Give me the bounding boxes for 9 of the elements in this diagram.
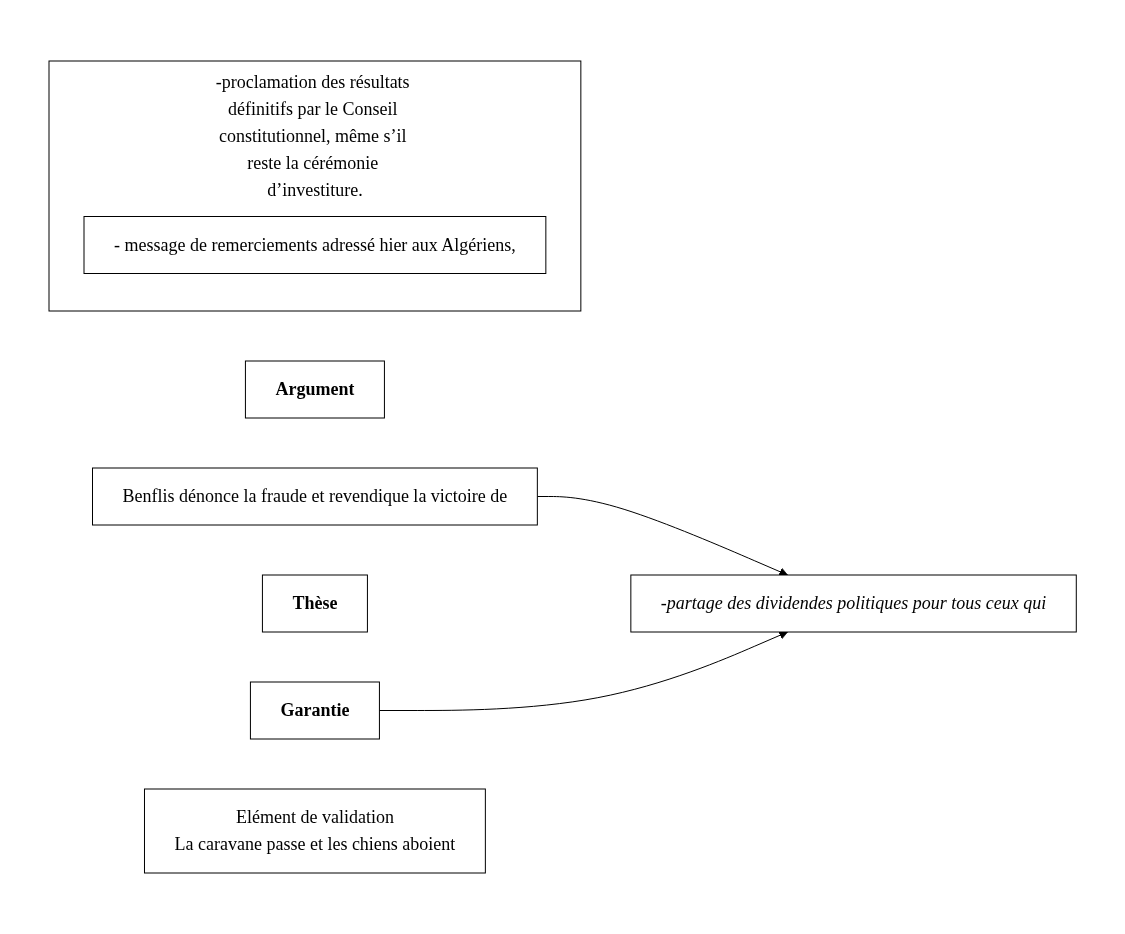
node-box: Benflis dénonce la fraude et revendique la victoire de	[91, 467, 538, 526]
node-box: Thèse	[261, 574, 368, 633]
node-box: Elément de validation La caravane passe et les chiens aboient	[143, 788, 486, 874]
node-box: Garantie	[249, 681, 380, 740]
arrow	[378, 631, 788, 711]
node-box: -partage des dividendes politiques pour tous ceux qui	[630, 574, 1077, 633]
node-box: Argument	[244, 360, 385, 419]
node-box: - message de remerciements adressé hier aux Algériens,	[83, 216, 547, 274]
arrow	[536, 496, 788, 576]
